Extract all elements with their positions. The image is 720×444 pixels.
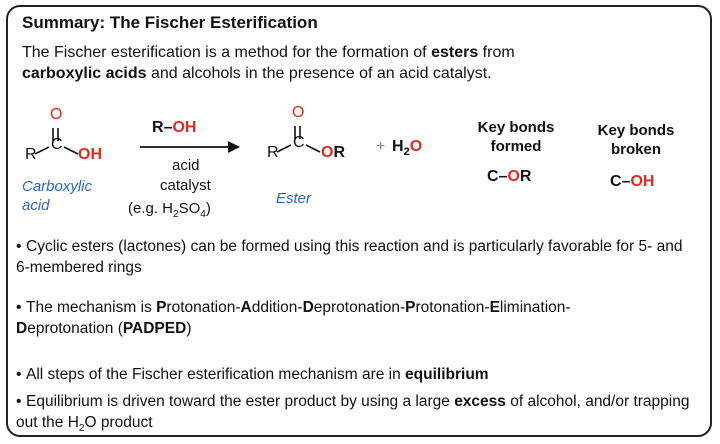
summary-card — [6, 5, 712, 437]
key-broken-line1: Key bonds — [597, 122, 675, 139]
mech-t6: eprotonation ( — [27, 320, 123, 337]
ex-mid: of alcohol, and/or trapping out the H — [16, 393, 690, 431]
key-formed-line2: formed — [490, 138, 542, 155]
conditions-example: (e.g. H2SO4) — [128, 200, 211, 220]
ex-end: O product — [84, 414, 153, 431]
mech-a: A — [240, 299, 252, 316]
mech-t4: rotonation- — [415, 299, 490, 316]
key-broken-line2: broken — [610, 141, 661, 158]
intro-bold-carboxylic-acids: carboxylic acids — [22, 65, 147, 82]
key-bonds-broken-heading: Key bonds broken — [586, 121, 686, 159]
mech-t5: limination- — [499, 299, 571, 316]
reaction-arrowhead — [228, 141, 240, 153]
bullet-mechanism: •The mechanism is Protonation-Addition-D… — [16, 297, 700, 339]
ester-r-group: R — [267, 144, 279, 161]
key-formed-line1: Key bonds — [477, 119, 555, 136]
conditions-sub2: 2 — [173, 209, 179, 220]
eq-pre: All steps of the Fischer esterification … — [26, 366, 406, 383]
ester-rc-bond — [276, 144, 292, 153]
acid-rc-bond — [34, 146, 50, 155]
key-bond-broken-value: C–OH — [610, 172, 654, 191]
bullet-dot: • — [16, 299, 22, 316]
intro-part: and alcohols in the presence of an acid … — [146, 65, 492, 82]
intro-text: The Fischer esterification is a method f… — [22, 42, 702, 84]
plus-sign: + — [376, 138, 386, 155]
key-bond-formed-value: C–OR — [487, 167, 531, 186]
ester-r2: R — [333, 144, 346, 161]
eq-bold: equilibrium — [405, 366, 489, 383]
bullet-dot: • — [16, 238, 22, 255]
broken-oh: OH — [630, 173, 655, 190]
conditions-so: SO — [178, 200, 201, 217]
conditions-example-pre: (e.g. H — [128, 200, 174, 217]
acid-carbonyl-oxygen: O — [50, 106, 63, 123]
intro-part: from — [478, 44, 515, 61]
water-sub: 2 — [403, 146, 410, 159]
mech-t3: eprotonation- — [313, 299, 406, 316]
ester-oxygen: O — [321, 144, 334, 161]
bullet-text: Cyclic esters (lactones) can be formed u… — [16, 238, 683, 276]
mech-d2: D — [16, 320, 28, 337]
mech-pre: The mechanism is — [26, 299, 157, 316]
conditions-close: ) — [205, 200, 211, 217]
formed-o: O — [507, 168, 520, 185]
mech-t1: rotonation- — [166, 299, 241, 316]
water-h: H — [392, 138, 404, 155]
ex-sub: 2 — [78, 423, 85, 435]
mech-p2: P — [405, 299, 416, 316]
mech-e: E — [489, 299, 500, 316]
mech-t2: ddition- — [251, 299, 303, 316]
key-bonds-formed-heading: Key bonds formed — [466, 118, 566, 156]
bullet-excess: •Equilibrium is driven toward the ester … — [16, 391, 700, 439]
alcohol-reagent: R–OH — [152, 119, 196, 137]
ester-carbon: C — [293, 134, 305, 151]
mech-padped: PADPED — [122, 320, 187, 337]
mech-d1: D — [302, 299, 314, 316]
reagent-oh: OH — [172, 119, 197, 136]
mech-end: ) — [186, 320, 192, 337]
summary-title: Summary: The Fischer Esterification — [22, 13, 318, 32]
ester-label: Ester — [276, 190, 312, 207]
broken-c: C– — [610, 173, 631, 190]
acid-r-group: R — [25, 146, 37, 163]
formed-c: C– — [487, 168, 508, 185]
ester-alkoxy: OR — [321, 144, 345, 162]
ester-carbonyl-oxygen: O — [292, 104, 305, 121]
mech-p1: P — [156, 299, 167, 316]
acid-coh-bond — [63, 146, 79, 155]
carboxylic-acid-label: Carboxylic acid — [22, 178, 93, 214]
conditions-catalyst: catalyst — [160, 177, 211, 194]
acid-carbon: C — [51, 136, 63, 153]
ester-co-single-bond — [305, 144, 321, 153]
conditions-acid: acid — [172, 157, 200, 174]
formed-r: R — [519, 168, 532, 185]
ex-pre: Equilibrium is driven toward the ester p… — [26, 393, 455, 410]
conditions-sub4: 4 — [200, 209, 206, 220]
water-byproduct: H2O — [392, 138, 422, 158]
reagent-r: R — [152, 119, 164, 136]
ex-bold: excess — [454, 393, 506, 410]
bullet-lactones: •Cyclic esters (lactones) can be formed … — [16, 236, 700, 278]
bullet-equilibrium: •All steps of the Fischer esterification… — [16, 364, 700, 385]
bullet-dot: • — [16, 393, 22, 410]
acid-hydroxyl: OH — [78, 146, 102, 163]
reagent-dash: – — [163, 119, 173, 136]
intro-bold-esters: esters — [431, 44, 479, 61]
bullet-dot: • — [16, 366, 22, 383]
intro-part: The Fischer esterification is a method f… — [22, 44, 432, 61]
water-o: O — [409, 138, 423, 155]
